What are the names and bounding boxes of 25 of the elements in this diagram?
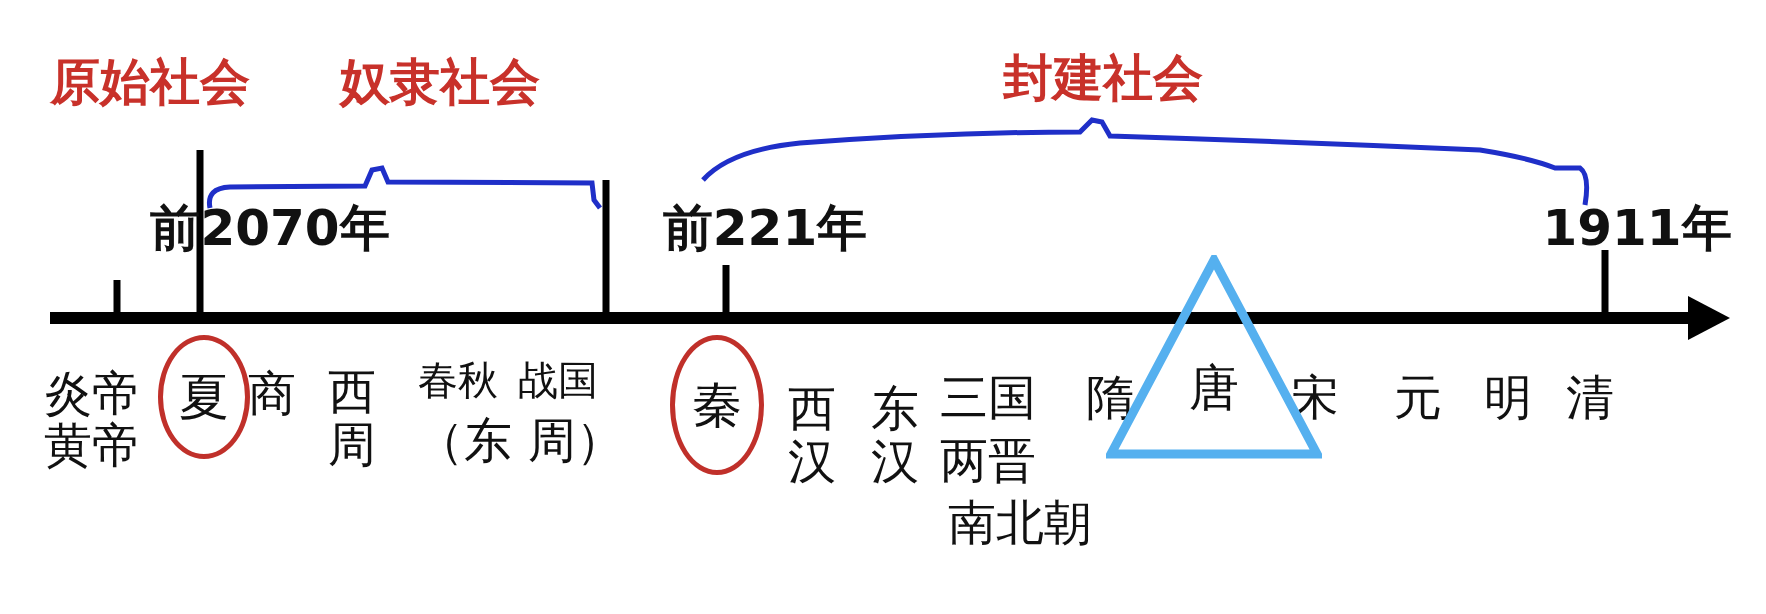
period-label: 夏 xyxy=(179,372,229,422)
period-label: 元 xyxy=(1394,373,1442,421)
circled-period xyxy=(670,335,764,475)
period-label: 南北朝 xyxy=(948,498,1092,546)
period-label: 西周 xyxy=(328,365,376,471)
period-label: 明 xyxy=(1484,373,1532,421)
period-label: 秦 xyxy=(692,380,742,430)
period-label: 宋 xyxy=(1291,373,1339,421)
period-label: 春秋 xyxy=(418,360,498,400)
period-label: 三国 xyxy=(940,373,1036,421)
category-heading: 奴隶社会 xyxy=(340,57,540,107)
period-label: 东汉 xyxy=(871,382,919,488)
category-heading: 原始社会 xyxy=(50,57,250,107)
period-label: 唐 xyxy=(1189,362,1239,413)
period-label: 西汉 xyxy=(788,382,836,488)
circled-period xyxy=(158,335,250,459)
period-label: 清 xyxy=(1566,373,1614,421)
period-label: （东 周） xyxy=(416,416,624,464)
period-label: 两晋 xyxy=(940,436,1036,484)
period-label: 商 xyxy=(248,369,296,417)
year-label: 1911年 xyxy=(1542,203,1732,253)
period-label: 战国 xyxy=(518,360,598,400)
period-label: 炎帝 xyxy=(44,369,140,417)
period-label: 黄帝 xyxy=(44,421,140,469)
period-label: 隋 xyxy=(1086,373,1134,421)
